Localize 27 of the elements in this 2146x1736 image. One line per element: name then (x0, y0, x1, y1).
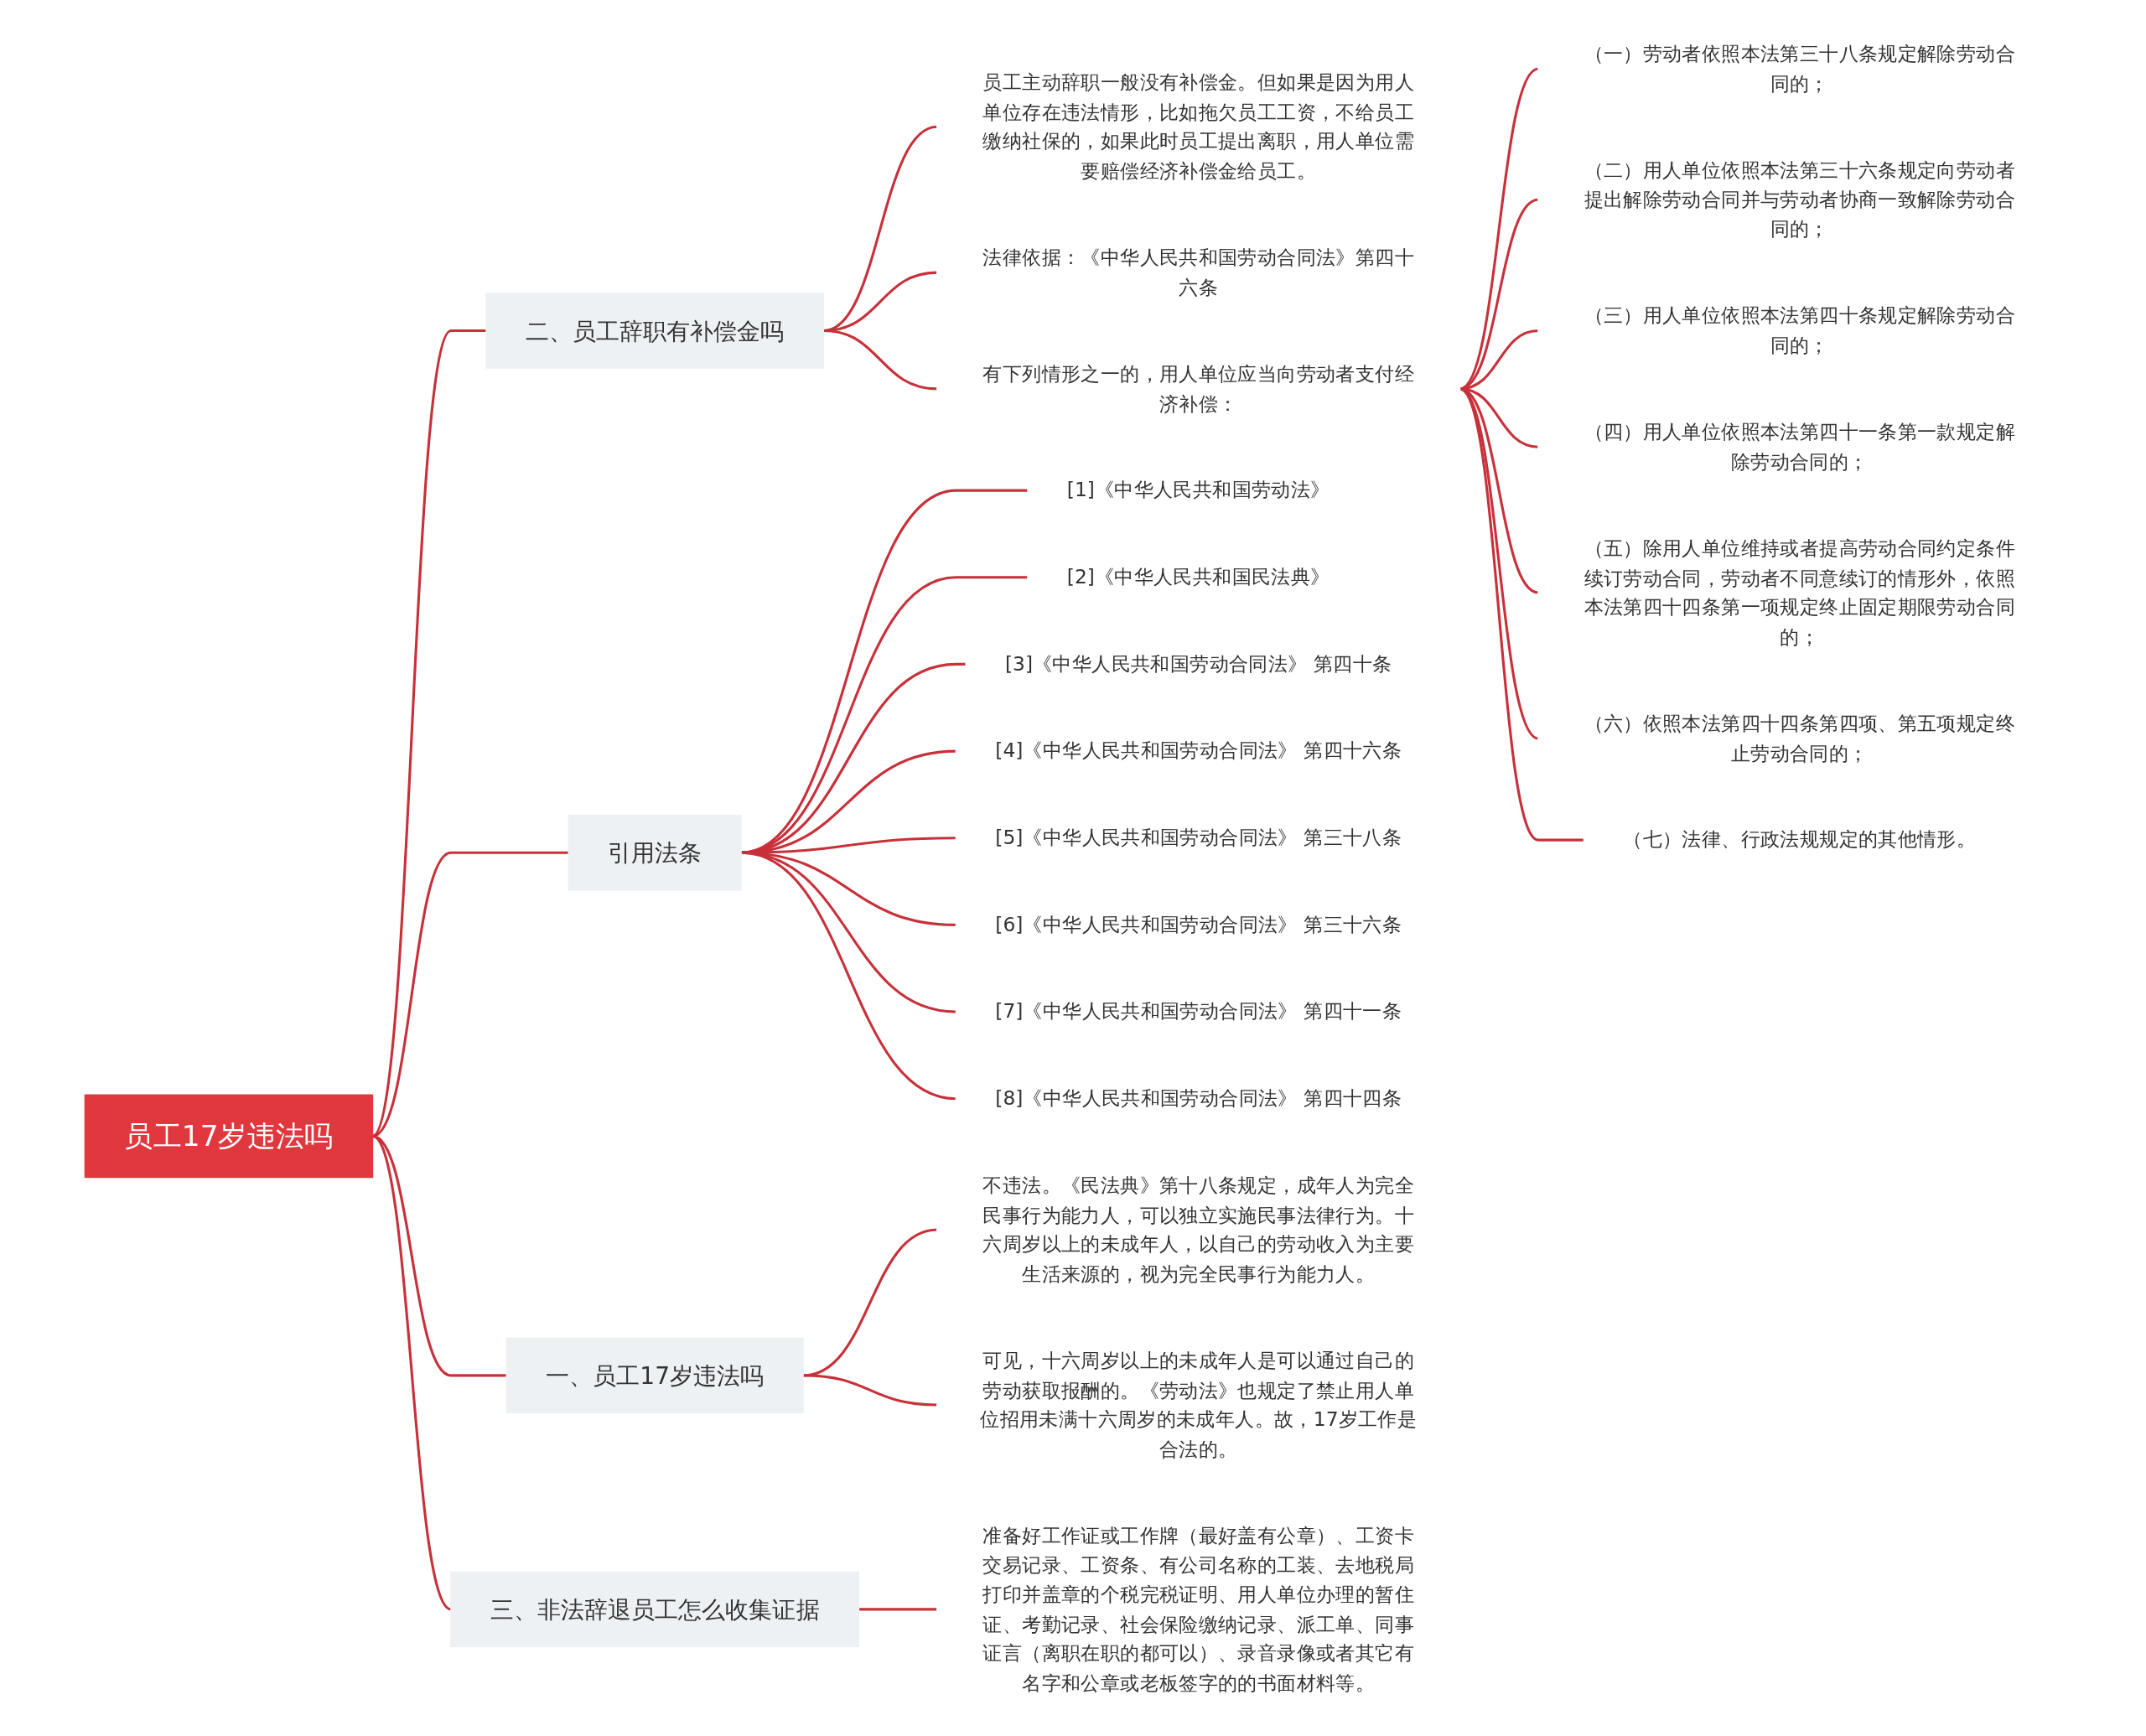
node-text: 员工主动辞职一般没有补偿金。但如果是因为用人单位存在违法情形，比如拖欠员工工资，不给员工缴纳社保的，如果此时员工提出离职，用人单位需要赔偿经济补偿金给员工。 (982, 70, 1414, 183)
node-text: （一）劳动者依照本法第三十八条规定解除劳动合同的； (1584, 41, 2015, 95)
node-text: [1]《中华人民共和国劳动法》 (1066, 478, 1330, 502)
node-text: （二）用人单位依照本法第三十六条规定向劳动者提出解除劳动合同并与劳动者协商一致解除劳动合同的； (1584, 158, 2015, 241)
node-text: [5]《中华人民共和国劳动合同法》 第三十八条 (995, 825, 1402, 849)
node-text: （四）用人单位依照本法第四十一条第一款规定解除劳动合同的； (1584, 419, 2015, 473)
node-box: 三、非法辞退员工怎么收集证据 (450, 1571, 860, 1647)
node-box: 员工17岁违法吗 (84, 1094, 374, 1178)
node-text: 法律依据：《中华人民共和国劳动合同法》第四十六条 (982, 245, 1414, 298)
node-text: 准备好工作证或工作牌（最好盖有公章）、工资卡交易记录、工资条、有公司名称的工装、去地税局打印并盖章的个税完税证明、用人单位办理的暂住证、考勤记录、社会保险缴纳记录、派工单、同事证言（离职在职的都可以）、录音录像或者其它有名字和公章或老板签字的的书面材料等。 (982, 1523, 1414, 1694)
node-text: （六）依照本法第四十四条第四项、第五项规定终止劳动合同的； (1584, 711, 2015, 764)
node-text: [3]《中华人民共和国劳动合同法》 第四十条 (1004, 651, 1392, 676)
node-text: [8]《中华人民共和国劳动合同法》 第四十四条 (995, 1086, 1402, 1110)
node-text: 有下列情形之一的，用人单位应当向劳动者支付经济补偿： (982, 361, 1414, 415)
node-text: [2]《中华人民共和国民法典》 (1066, 564, 1330, 588)
node-text: （三）用人单位依照本法第四十条规定解除劳动合同的； (1584, 303, 2015, 357)
node-text: （七）法律、行政法规规定的其他情形。 (1623, 827, 1977, 852)
node-text: [6]《中华人民共和国劳动合同法》 第三十六条 (995, 912, 1402, 936)
node-box: 一、员工17岁违法吗 (505, 1337, 804, 1413)
node-box: 二、员工辞职有补偿金吗 (485, 292, 824, 369)
node-box: 引用法条 (568, 814, 742, 890)
connector (740, 851, 957, 1100)
node-text: [4]《中华人民共和国劳动合同法》 第四十六条 (995, 738, 1402, 763)
node-text: 不违法。《民法典》第十八条规定，成年人为完全民事行为能力人，可以独立实施民事法律行为。十六周岁以上的未成年人，以自己的劳动收入为主要生活来源的，视为完全民事行为能力人。 (982, 1173, 1414, 1285)
node-text: 可见，十六周岁以上的未成年人是可以通过自己的劳动获取报酬的。《劳动法》也规定了禁止用人单位招用未满十六周岁的未成年人。故，17岁工作是合法的。 (980, 1348, 1418, 1460)
node-text: [7]《中华人民共和国劳动合同法》 第四十一条 (995, 999, 1402, 1023)
node-text: （五）除用人单位维持或者提高劳动合同约定条件续订劳动合同，劳动者不同意续订的情形外，依照本法第四十四条第一项规定终止固定期限劳动合同的； (1584, 536, 2015, 648)
